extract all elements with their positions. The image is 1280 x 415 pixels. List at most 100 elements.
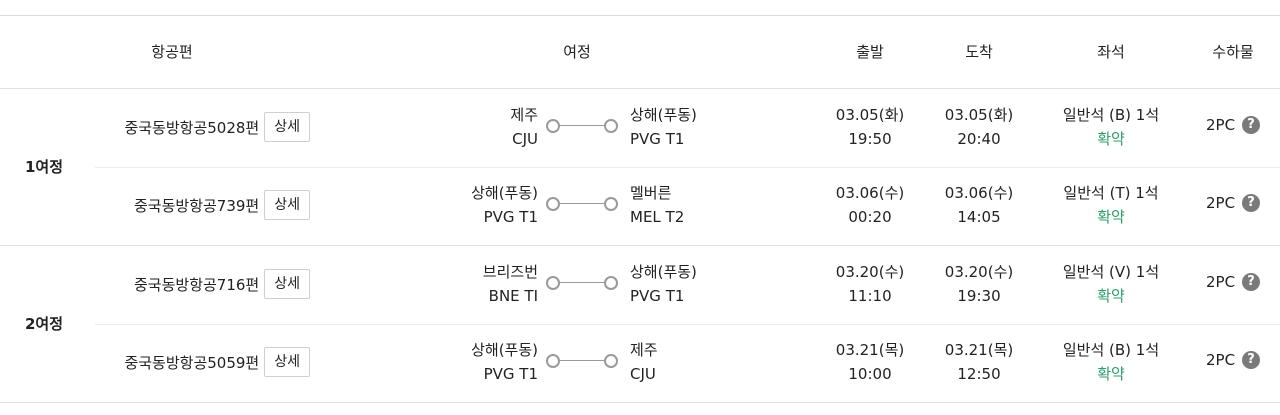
arrival-date-text: 03.20(수) <box>944 263 1014 281</box>
departure-airport: 상해(푸동) PVG T1 <box>471 338 538 386</box>
seat-info: 일반석 (V) 1석 확약 <box>1063 260 1159 308</box>
baggage-info: 2PC ? <box>1206 194 1261 212</box>
booking-status: 확약 <box>1097 287 1125 305</box>
departure-time: 03.20(수) 11:10 <box>836 260 904 308</box>
booking-status: 확약 <box>1097 365 1125 383</box>
route-line-icon <box>546 197 618 211</box>
departure-city: 제주 <box>510 106 538 124</box>
baggage-info: 2PC ? <box>1206 273 1261 291</box>
departure-code: BNE TI <box>488 287 538 305</box>
arrival-code: CJU <box>630 365 656 383</box>
departure-airport: 제주 CJU <box>510 103 538 151</box>
flight-cell: 중국동방항공716편 상세 <box>134 269 310 299</box>
flight-name: 중국동방항공716편 <box>134 275 260 294</box>
departure-time: 03.05(화) 19:50 <box>836 103 904 151</box>
header-flight: 항공편 <box>151 43 193 61</box>
arrival-time: 03.20(수) 19:30 <box>945 260 1013 308</box>
departure-airport: 브리즈번 BNE TI <box>483 260 538 308</box>
departure-time: 03.21(목) 10:00 <box>836 338 904 386</box>
arrival-date-text: 03.06(수) <box>944 184 1014 202</box>
booking-status: 확약 <box>1097 208 1125 226</box>
detail-button[interactable]: 상세 <box>264 347 310 377</box>
detail-button[interactable]: 상세 <box>264 190 310 220</box>
header-depart: 출발 <box>856 43 884 61</box>
arrival-time-text: 19:30 <box>957 287 1001 305</box>
seat-info: 일반석 (T) 1석 확약 <box>1063 181 1158 229</box>
arrival-city: 제주 <box>630 341 658 359</box>
itinerary-label: 2여정 <box>24 315 64 333</box>
question-circle-icon[interactable]: ? <box>1242 351 1261 369</box>
arrival-airport: 상해(푸동) PVG T1 <box>630 103 697 151</box>
departure-time-text: 00:20 <box>848 208 892 226</box>
departure-date-text: 03.20(수) <box>835 263 905 281</box>
departure-date-text: 03.21(목) <box>835 341 905 359</box>
header-seat: 좌석 <box>1097 43 1125 61</box>
baggage-info: 2PC ? <box>1206 351 1261 369</box>
seat-class: 일반석 (B) 1석 <box>1062 341 1160 359</box>
arrival-time: 03.06(수) 14:05 <box>945 181 1013 229</box>
seat-class: 일반석 (B) 1석 <box>1062 106 1160 124</box>
route-line-icon <box>546 119 618 133</box>
header-arrive: 도착 <box>965 43 993 61</box>
flight-segment-row: 중국동방항공739편 상세 상해(푸동) PVG T1 멜버른 MEL T2 0… <box>95 167 1280 245</box>
booking-status: 확약 <box>1097 130 1125 148</box>
arrival-city: 상해(푸동) <box>630 106 697 124</box>
itinerary-table: 항공편 여정 출발 도착 좌석 수하물 1여정 중국동방항공5028편 상세 제… <box>0 15 1280 403</box>
departure-code: PVG T1 <box>483 208 538 226</box>
arrival-airport: 멜버른 MEL T2 <box>630 181 684 229</box>
departure-date-text: 03.06(수) <box>835 184 905 202</box>
seat-info: 일반석 (B) 1석 확약 <box>1063 338 1159 386</box>
header-route: 여정 <box>563 43 591 61</box>
flight-segment-row: 중국동방항공716편 상세 브리즈번 BNE TI 상해(푸동) PVG T1 … <box>95 246 1280 325</box>
departure-date-text: 03.05(화) <box>835 106 905 124</box>
arrival-date-text: 03.05(화) <box>944 106 1014 124</box>
departure-code: CJU <box>512 130 538 148</box>
flight-cell: 중국동방항공739편 상세 <box>134 190 310 220</box>
arrival-time-text: 12:50 <box>957 365 1001 383</box>
flight-name: 중국동방항공739편 <box>134 196 260 215</box>
seat-class: 일반석 (V) 1석 <box>1062 263 1160 281</box>
arrival-code: PVG T1 <box>630 287 685 305</box>
table-header: 항공편 여정 출발 도착 좌석 수하물 <box>0 16 1280 89</box>
question-circle-icon[interactable]: ? <box>1242 194 1261 212</box>
flight-segment-row: 중국동방항공5059편 상세 상해(푸동) PVG T1 제주 CJU 03.2… <box>95 324 1280 402</box>
baggage-allowance: 2PC <box>1206 116 1236 134</box>
departure-time-text: 11:10 <box>848 287 892 305</box>
arrival-code: MEL T2 <box>630 208 685 226</box>
arrival-time: 03.05(화) 20:40 <box>945 103 1013 151</box>
flight-cell: 중국동방항공5028편 상세 <box>124 112 310 142</box>
baggage-allowance: 2PC <box>1206 273 1236 291</box>
arrival-time: 03.21(목) 12:50 <box>945 338 1013 386</box>
departure-city: 상해(푸동) <box>471 341 538 359</box>
arrival-code: PVG T1 <box>630 130 685 148</box>
detail-button[interactable]: 상세 <box>264 112 310 142</box>
departure-code: PVG T1 <box>483 365 538 383</box>
route-line-icon <box>546 354 618 368</box>
arrival-date-text: 03.21(목) <box>944 341 1014 359</box>
baggage-allowance: 2PC <box>1206 194 1236 212</box>
baggage-info: 2PC ? <box>1206 116 1261 134</box>
departure-time-text: 10:00 <box>848 365 892 383</box>
flight-name: 중국동방항공5028편 <box>124 118 260 137</box>
arrival-time-text: 14:05 <box>957 208 1001 226</box>
question-circle-icon[interactable]: ? <box>1242 273 1261 291</box>
detail-button[interactable]: 상세 <box>264 269 310 299</box>
arrival-airport: 제주 CJU <box>630 338 658 386</box>
departure-city: 브리즈번 <box>482 263 538 281</box>
seat-class: 일반석 (T) 1석 <box>1063 184 1159 202</box>
itinerary-label: 1여정 <box>24 158 64 176</box>
departure-time: 03.06(수) 00:20 <box>836 181 904 229</box>
flight-segment-row: 중국동방항공5028편 상세 제주 CJU 상해(푸동) PVG T1 03.0… <box>95 89 1280 168</box>
seat-info: 일반석 (B) 1석 확약 <box>1063 103 1159 151</box>
departure-city: 상해(푸동) <box>471 184 538 202</box>
flight-name: 중국동방항공5059편 <box>124 353 260 372</box>
question-circle-icon[interactable]: ? <box>1242 116 1261 134</box>
arrival-airport: 상해(푸동) PVG T1 <box>630 260 697 308</box>
route-line-icon <box>546 276 618 290</box>
arrival-city: 멜버른 <box>630 184 672 202</box>
departure-time-text: 19:50 <box>848 130 892 148</box>
itinerary-group: 1여정 중국동방항공5028편 상세 제주 CJU 상해(푸동) PVG T1 … <box>0 89 1280 246</box>
header-baggage: 수하물 <box>1212 43 1254 61</box>
arrival-city: 상해(푸동) <box>630 263 697 281</box>
flight-cell: 중국동방항공5059편 상세 <box>124 347 310 377</box>
